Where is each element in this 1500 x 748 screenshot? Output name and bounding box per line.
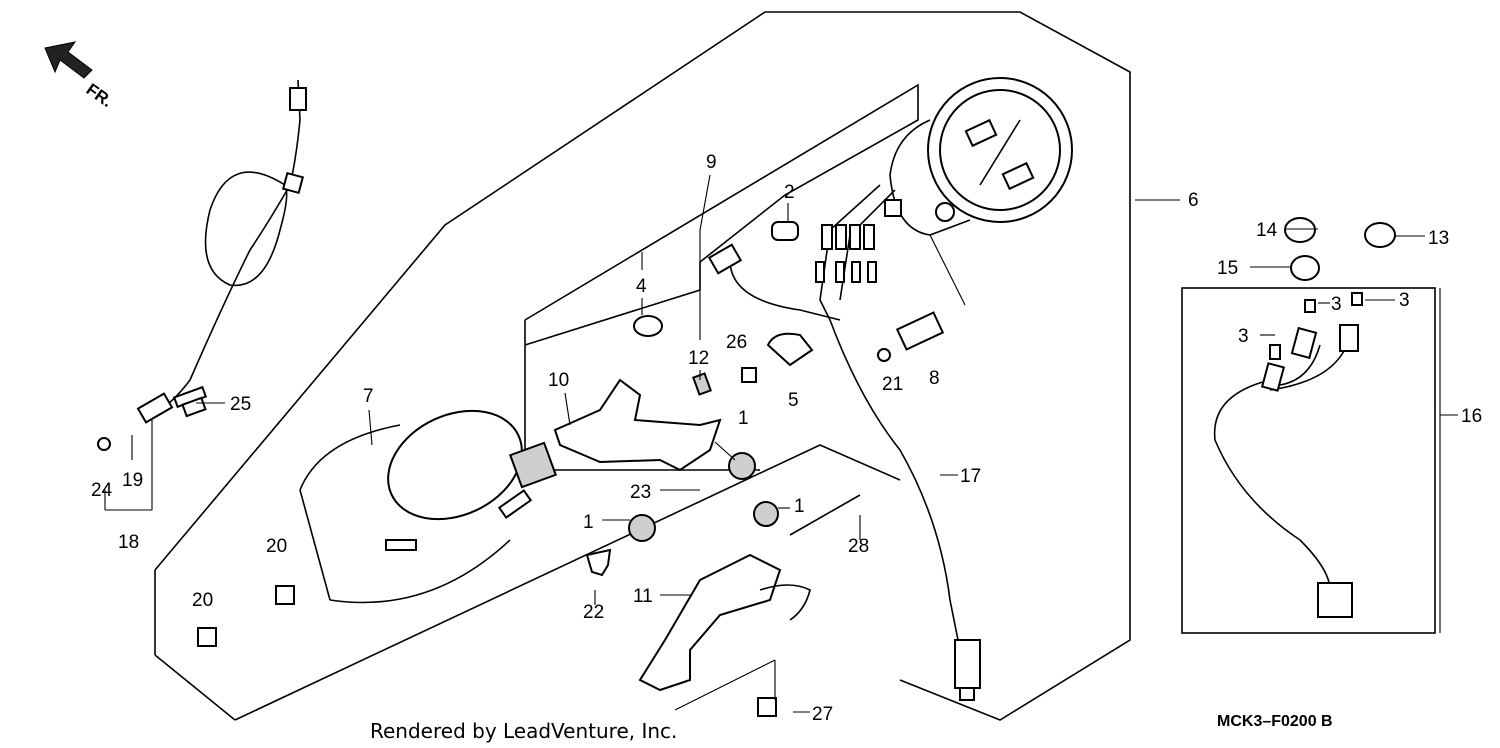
callout-11: 11 xyxy=(633,586,653,607)
callout-5: 5 xyxy=(788,390,799,411)
bolt-27 xyxy=(757,697,777,717)
callout-3a: 3 xyxy=(1331,294,1342,315)
cable-end-8 xyxy=(895,311,945,351)
callout-4: 4 xyxy=(636,276,647,297)
footer-credit: Rendered by LeadVenture, Inc. xyxy=(370,719,677,743)
bolt-20b xyxy=(197,627,217,647)
callout-16: 16 xyxy=(1461,406,1482,427)
bracket-10 xyxy=(553,378,722,472)
callout-3b: 3 xyxy=(1399,290,1410,311)
callout-10: 10 xyxy=(548,370,569,391)
callout-13: 13 xyxy=(1428,228,1449,249)
callout-26: 26 xyxy=(726,332,747,353)
meter-harness xyxy=(707,184,981,701)
indicator-harness xyxy=(1213,292,1363,618)
inner-outline xyxy=(524,83,919,346)
bracket-11 xyxy=(638,553,782,692)
outline-bottom-left xyxy=(154,654,236,721)
bracket-outline xyxy=(234,444,901,721)
callout-1c: 1 xyxy=(794,496,805,517)
cap-14 xyxy=(1284,217,1316,243)
callout-25: 25 xyxy=(230,394,251,415)
cap-15 xyxy=(1290,255,1320,281)
bolt-20a xyxy=(275,585,295,605)
grommet-1a xyxy=(728,452,756,480)
grommet-1c xyxy=(753,501,779,527)
callout-1b: 1 xyxy=(583,512,594,533)
callout-18: 18 xyxy=(118,532,139,553)
front-label: FR. xyxy=(83,80,116,111)
meter-case xyxy=(299,409,523,604)
callout-17: 17 xyxy=(960,466,981,487)
callout-22: 22 xyxy=(583,602,604,623)
screw-21 xyxy=(877,348,891,362)
callout-19: 19 xyxy=(122,470,143,491)
callout-14: 14 xyxy=(1256,220,1278,241)
callout-21: 21 xyxy=(882,374,903,395)
callout-12: 12 xyxy=(688,348,709,369)
grommet-left xyxy=(508,441,558,489)
callout-20a: 20 xyxy=(266,536,287,557)
cap-13 xyxy=(1364,222,1396,248)
grommet-4 xyxy=(633,315,663,337)
grommet-1b xyxy=(628,514,656,542)
speedometer-cable xyxy=(97,79,307,451)
socket-12 xyxy=(692,372,712,396)
callout-6: 6 xyxy=(1188,190,1199,211)
callout-23: 23 xyxy=(630,482,651,503)
callout-1a: 1 xyxy=(738,408,749,429)
callout-2: 2 xyxy=(784,182,795,203)
diagram-code: MCK3–F0200 B xyxy=(1217,713,1333,730)
callout-28: 28 xyxy=(848,536,869,557)
screw-26 xyxy=(741,367,757,383)
sub-harness-box xyxy=(1181,287,1436,634)
bolt-28 xyxy=(789,494,861,536)
callout-8: 8 xyxy=(929,368,940,389)
speedometer-meter xyxy=(884,77,1073,236)
bracket-11-loop xyxy=(759,584,811,621)
callout-27: 27 xyxy=(812,704,833,725)
callout-20b: 20 xyxy=(192,590,213,611)
callout-3c: 3 xyxy=(1238,326,1249,347)
bulb-2 xyxy=(771,221,799,241)
leader-lines xyxy=(104,174,1458,713)
callout-9: 9 xyxy=(706,152,717,173)
rubber-23 xyxy=(497,489,533,519)
assembly-outline xyxy=(154,11,1131,721)
collar-22 xyxy=(585,548,612,577)
callout-15: 15 xyxy=(1217,258,1238,279)
callout-24: 24 xyxy=(91,480,113,501)
clamp-5 xyxy=(766,332,814,367)
front-direction-arrow: FR. xyxy=(44,41,116,111)
callout-7: 7 xyxy=(363,386,374,407)
